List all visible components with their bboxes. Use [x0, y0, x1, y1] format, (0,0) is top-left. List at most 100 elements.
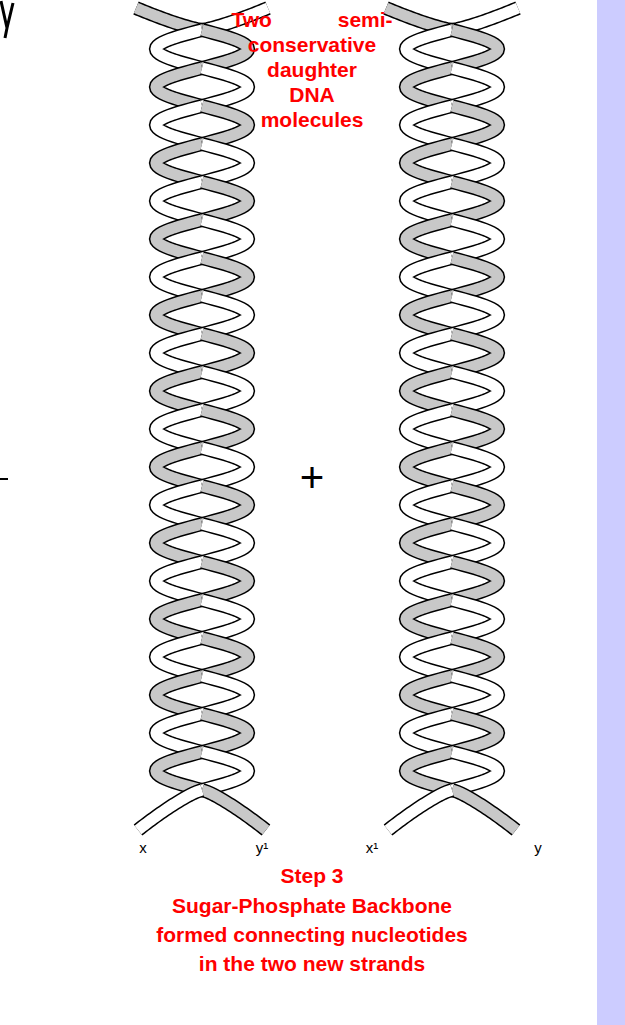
strand-outline — [406, 68, 452, 106]
strand-outline — [452, 182, 498, 220]
strand-outline — [406, 562, 452, 600]
strand-ribbon — [406, 600, 452, 638]
strand-outline — [406, 258, 452, 296]
strand-ribbon — [452, 220, 498, 258]
strand-ribbon — [452, 144, 498, 182]
strand-ribbon — [406, 524, 452, 562]
strand-outline — [202, 486, 248, 524]
strand-ribbon — [202, 144, 248, 182]
strand-outline — [202, 600, 248, 638]
strand-outline — [202, 182, 248, 220]
strand-outline — [202, 106, 248, 144]
cut-glyph — [0, 478, 8, 480]
strand-outline — [406, 182, 452, 220]
strand-outline — [202, 30, 248, 68]
strand-outline — [452, 600, 498, 638]
strand-ribbon — [406, 220, 452, 258]
strand-outline — [202, 562, 248, 600]
strand-outline — [202, 296, 248, 334]
strand-ribbon — [156, 714, 202, 752]
strand-ribbon — [156, 448, 202, 486]
strand-ribbon — [202, 220, 248, 258]
strand-ribbon — [156, 68, 202, 106]
strand-ribbon — [156, 524, 202, 562]
strand-ribbon — [452, 524, 498, 562]
strand-ribbon — [202, 68, 248, 106]
strand-outline — [156, 448, 202, 486]
strand-ribbon — [202, 296, 248, 334]
strand-outline — [406, 676, 452, 714]
strand-ribbon — [406, 30, 452, 68]
strand-ribbon — [406, 258, 452, 296]
strand-ribbon — [202, 562, 248, 600]
strand-ribbon — [406, 296, 452, 334]
strand-outline — [156, 144, 202, 182]
strand-outline — [406, 334, 452, 372]
strand-ribbon — [202, 334, 248, 372]
strand-ribbon — [156, 296, 202, 334]
strand-ribbon — [202, 638, 248, 676]
strand-outline — [156, 258, 202, 296]
strand-ribbon — [202, 258, 248, 296]
strand-outline — [202, 258, 248, 296]
strand-ribbon — [406, 486, 452, 524]
strand-ribbon — [406, 638, 452, 676]
strand-ribbon — [406, 448, 452, 486]
strand-outline — [156, 30, 202, 68]
strand-outline — [406, 600, 452, 638]
strand-outline — [156, 638, 202, 676]
strand-outline — [406, 144, 452, 182]
strand-outline — [202, 676, 248, 714]
strand-outline — [156, 486, 202, 524]
strand-ribbon — [156, 182, 202, 220]
strand-outline — [452, 676, 498, 714]
strand-ribbon — [406, 562, 452, 600]
strand-outline — [406, 30, 452, 68]
strand-ribbon — [156, 334, 202, 372]
strand-outline — [202, 638, 248, 676]
strand-outline — [452, 486, 498, 524]
cut-glyph — [1, 1, 13, 38]
strand-ribbon — [138, 790, 202, 830]
strand-ribbon — [202, 714, 248, 752]
strand-outline — [156, 372, 202, 410]
strand-ribbon — [452, 714, 498, 752]
strand-ribbon — [156, 372, 202, 410]
plus-sign: + — [300, 455, 325, 501]
strand-ribbon — [452, 790, 516, 830]
strand-outline — [156, 296, 202, 334]
strand-ribbon — [452, 68, 498, 106]
strand-outline — [406, 448, 452, 486]
strand-ribbon — [406, 334, 452, 372]
strand-ribbon — [406, 676, 452, 714]
strand-ribbon — [156, 676, 202, 714]
strand-outline — [452, 448, 498, 486]
strand-ribbon — [406, 106, 452, 144]
strand-ribbon — [452, 106, 498, 144]
strand-ribbon — [202, 448, 248, 486]
strand-outline — [156, 182, 202, 220]
strand-ribbon — [406, 410, 452, 448]
strand-ribbon — [406, 68, 452, 106]
strand-outline — [406, 372, 452, 410]
strand-outline — [452, 106, 498, 144]
strand-outline — [202, 524, 248, 562]
strand-outline — [406, 714, 452, 752]
strand-outline — [452, 144, 498, 182]
strand-outline — [406, 638, 452, 676]
strand-ribbon — [156, 486, 202, 524]
strand-ribbon — [452, 448, 498, 486]
strand-ribbon — [452, 410, 498, 448]
strand-outline — [202, 334, 248, 372]
strand-outline — [452, 638, 498, 676]
strand-label: y — [534, 840, 542, 857]
strand-ribbon — [156, 752, 202, 790]
strand-label: y¹ — [256, 840, 269, 857]
strand-outline — [452, 714, 498, 752]
strand-outline — [156, 752, 202, 790]
strand-label: x — [139, 840, 147, 857]
strand-ribbon — [406, 752, 452, 790]
side-panel — [597, 0, 625, 1025]
strand-ribbon — [202, 486, 248, 524]
strand-ribbon — [452, 258, 498, 296]
